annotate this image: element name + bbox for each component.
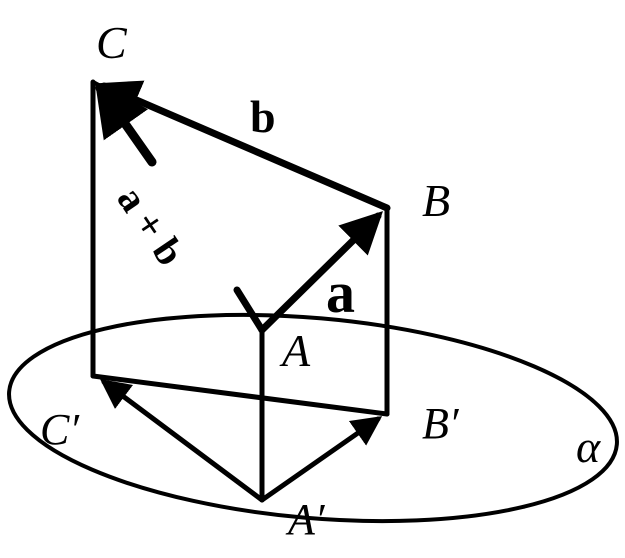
plane-alpha <box>7 312 619 524</box>
label-C: C <box>96 17 128 68</box>
label-B: B <box>422 175 450 226</box>
label-B-prime: B′ <box>422 399 460 448</box>
vector-a-plus-b-head <box>94 80 157 167</box>
vector-Aprime-Bprime <box>259 416 383 503</box>
edge-Cprime-Bprime <box>90 373 390 417</box>
label-A-prime: A′ <box>285 495 326 544</box>
label-vector-a: a <box>326 260 355 325</box>
label-A: A <box>279 325 311 376</box>
vector-a-plus-b <box>233 286 266 334</box>
label-vector-a-plus-b: a + b <box>109 178 194 274</box>
label-alpha: α <box>576 421 601 472</box>
vector-Aprime-Cprime <box>99 379 265 503</box>
label-C-prime: C′ <box>40 405 80 454</box>
label-vector-b: b <box>250 91 276 142</box>
vector-a <box>258 211 383 334</box>
vector-b <box>97 80 391 212</box>
